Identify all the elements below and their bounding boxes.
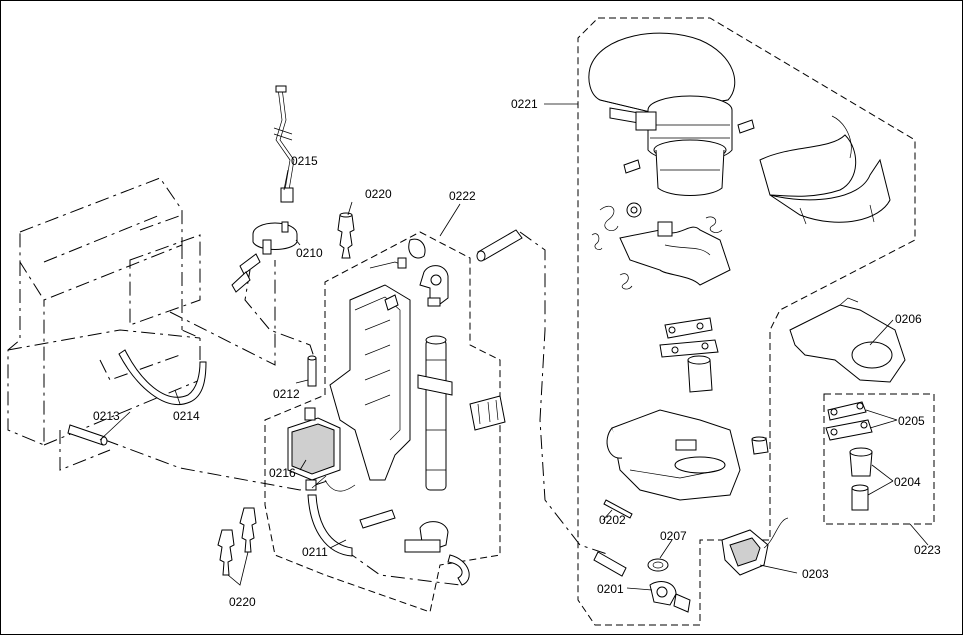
hose-0213 (67, 424, 108, 446)
small-pins-0221 (623, 119, 755, 218)
label-0216: 0216 (269, 466, 296, 480)
tube-route-line-0214 (169, 260, 276, 366)
tube-upper-mid (476, 229, 523, 262)
heater-tube (417, 335, 453, 491)
tube-route-line-0201 (519, 231, 611, 556)
label-0220-bottom: 0220 (229, 595, 256, 609)
coupling-0221 (619, 221, 731, 286)
springs-0221 (591, 205, 723, 290)
label-0207: 0207 (660, 529, 687, 543)
leader-lines (99, 103, 929, 591)
plunger-0204 (849, 447, 873, 511)
sensor-0203 (721, 517, 789, 576)
pin-0202 (603, 499, 633, 519)
drive-gearbox-0221 (606, 409, 741, 501)
linkage-0205 (825, 401, 873, 441)
label-0214: 0214 (173, 409, 200, 423)
label-0223: 0223 (914, 543, 941, 557)
label-0220-top: 0220 (365, 187, 392, 201)
terminal-block (469, 395, 506, 431)
bushing-0221 (751, 436, 769, 455)
label-0213: 0213 (93, 409, 120, 423)
brew-cylinder (635, 95, 733, 196)
valve-bottom-0222 (404, 521, 470, 586)
label-0203: 0203 (802, 567, 829, 581)
cable-grommet (369, 238, 426, 269)
label-0201: 0201 (597, 582, 624, 596)
valve-top-0222 (419, 265, 449, 307)
label-0221: 0221 (511, 97, 538, 111)
label-0202: 0202 (599, 513, 626, 527)
group-outline-0223 (823, 393, 935, 525)
label-0210: 0210 (296, 246, 323, 260)
seal-0207 (647, 558, 669, 572)
cable-0215 (273, 85, 295, 203)
lid-0221 (588, 32, 736, 126)
linkage-0221 (659, 317, 719, 393)
tube-route-line-0212 (244, 269, 316, 361)
label-0211: 0211 (302, 545, 328, 559)
label-0204: 0204 (894, 475, 921, 489)
label-0206: 0206 (895, 312, 922, 326)
label-0222: 0222 (449, 189, 476, 203)
pump-0216 (287, 407, 356, 492)
label-0205: 0205 (898, 414, 925, 428)
label-0215: 0215 (291, 154, 318, 168)
frame-arc-0221 (759, 115, 891, 225)
group-outline-0221 (577, 17, 916, 626)
flowmeter-0210 (231, 221, 298, 293)
connector-0220-top (337, 212, 355, 259)
valve-0201 (593, 551, 691, 613)
hose-0214 (118, 349, 207, 405)
hose-0211 (307, 494, 396, 557)
pump-bracket-assembly (329, 284, 411, 481)
connector-0220-bottom (217, 507, 257, 586)
tube-0212 (307, 355, 317, 387)
tube-route-line-0211 (344, 549, 461, 586)
housing-frame (7, 177, 201, 471)
label-0212: 0212 (273, 387, 300, 401)
group-outline-0222 (264, 231, 501, 613)
lever-0206 (789, 297, 906, 383)
